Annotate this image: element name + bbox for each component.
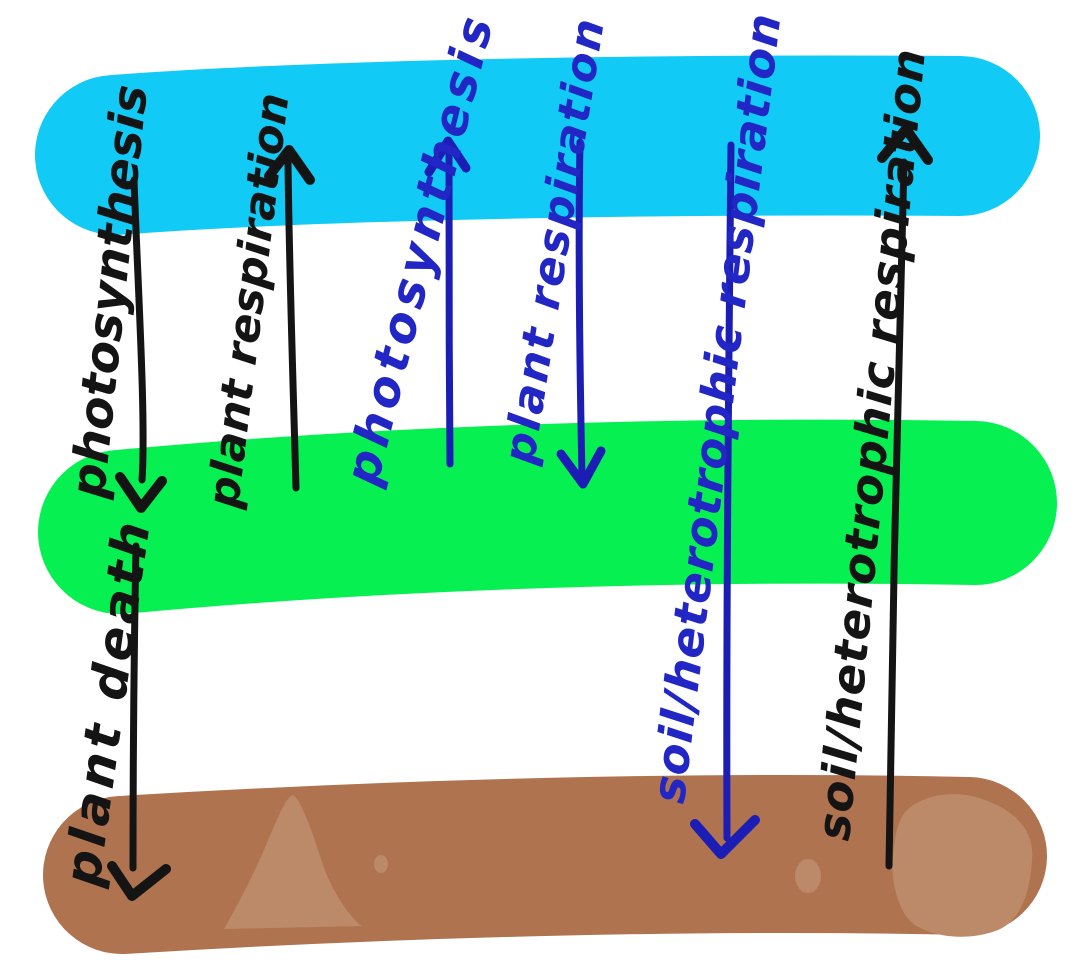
- arrowhead-up-icon: [877, 124, 933, 165]
- plant-respiration-arrow-blue-down: [556, 138, 606, 489]
- arrowhead-down-icon: [690, 815, 760, 859]
- arrow-shaft: [575, 138, 586, 480]
- arrow-shaft: [129, 542, 140, 872]
- arrow-shaft: [445, 146, 454, 468]
- arrowhead-up-icon: [264, 145, 315, 185]
- soil-band: [43, 775, 1047, 954]
- arrowhead-down-icon: [107, 861, 171, 901]
- plant-death-arrow-black-down: [107, 542, 171, 901]
- plant-respiration-arrow-black-up: [264, 145, 315, 492]
- soil-heterotrophic-respiration-arrow-black-up: [877, 124, 933, 870]
- arrowhead-down-icon: [115, 472, 167, 513]
- arrowhead-down-icon: [556, 446, 606, 489]
- soil-patch-speck-1: [374, 855, 388, 873]
- photosynthesis-arrow-blue-up: [424, 136, 471, 468]
- soil-patch-blob-small: [795, 859, 821, 893]
- arrow-shaft: [284, 158, 300, 492]
- soil-patch-blob-large: [892, 794, 1033, 937]
- photosynthesis-arrow-black-down: [115, 176, 167, 513]
- soil-heterotrophic-respiration-arrow-blue-down: [690, 141, 760, 859]
- arrow-shaft: [130, 176, 147, 484]
- atmosphere-band: [35, 55, 1040, 235]
- vegetation-band: [38, 419, 1057, 614]
- arrow-shaft: [723, 141, 735, 842]
- arrowhead-up-icon: [424, 136, 471, 177]
- soil-patch-triangle: [224, 795, 362, 929]
- arrow-shaft: [885, 158, 908, 870]
